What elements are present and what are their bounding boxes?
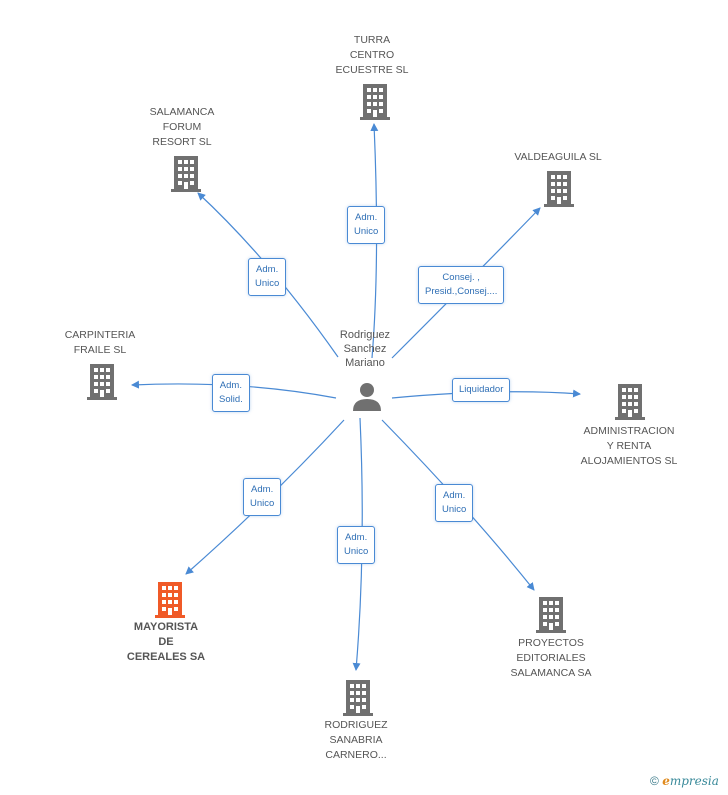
building-icon-proyectos[interactable] bbox=[536, 597, 566, 633]
building-icon-rodriguez[interactable] bbox=[343, 680, 373, 716]
center-person-label: Rodriguez Sanchez Mariano bbox=[339, 329, 391, 369]
building-icon-valdeaguila[interactable] bbox=[544, 171, 574, 207]
company-label-salamanca[interactable]: SALAMANCA FORUM RESORT SL bbox=[149, 106, 215, 148]
company-label-mayorista[interactable]: MAYORISTA DE CEREALES SA bbox=[126, 621, 206, 663]
company-label-rodriguez[interactable]: RODRIGUEZ SANABRIA CARNERO... bbox=[324, 719, 388, 761]
edge-label-carpinteria[interactable]: Adm. Solid. bbox=[212, 374, 250, 412]
company-label-administracion[interactable]: ADMINISTRACION Y RENTA ALOJAMIENTOS SL bbox=[580, 425, 678, 467]
footer-brand: © empresia bbox=[650, 774, 719, 788]
company-label-carpinteria[interactable]: CARPINTERIA FRAILE SL bbox=[64, 329, 136, 356]
icons-layer bbox=[87, 84, 645, 716]
edge-turra bbox=[370, 123, 379, 359]
company-label-proyectos[interactable]: PROYECTOS EDITORIALES SALAMANCA SA bbox=[510, 637, 592, 679]
building-icon-carpinteria[interactable] bbox=[87, 364, 117, 400]
building-icon-salamanca[interactable] bbox=[171, 156, 201, 192]
empresia-logo[interactable]: empresia bbox=[662, 774, 719, 788]
edge-label-mayorista[interactable]: Adm. Unico bbox=[243, 478, 282, 516]
building-icon-turra[interactable] bbox=[360, 84, 390, 120]
edge-label-salamanca[interactable]: Adm. Unico bbox=[248, 258, 287, 296]
company-label-turra[interactable]: TURRA CENTRO ECUESTRE SL bbox=[335, 34, 409, 76]
edge-label-proyectos[interactable]: Adm. Unico bbox=[435, 484, 474, 522]
edge-label-valdeaguila[interactable]: Consej. , Presid.,Consej.... bbox=[418, 266, 505, 304]
building-icon-mayorista[interactable] bbox=[155, 582, 185, 618]
edge-label-rodriguez[interactable]: Adm. Unico bbox=[337, 526, 376, 564]
building-icon-administracion[interactable] bbox=[615, 384, 645, 420]
copyright-symbol: © bbox=[650, 774, 659, 788]
company-label-valdeaguila[interactable]: VALDEAGUILA SL bbox=[514, 151, 602, 163]
person-icon[interactable] bbox=[353, 383, 381, 411]
edge-label-turra[interactable]: Adm. Unico bbox=[347, 206, 386, 244]
edge-label-administracion[interactable]: Liquidador bbox=[452, 378, 511, 402]
